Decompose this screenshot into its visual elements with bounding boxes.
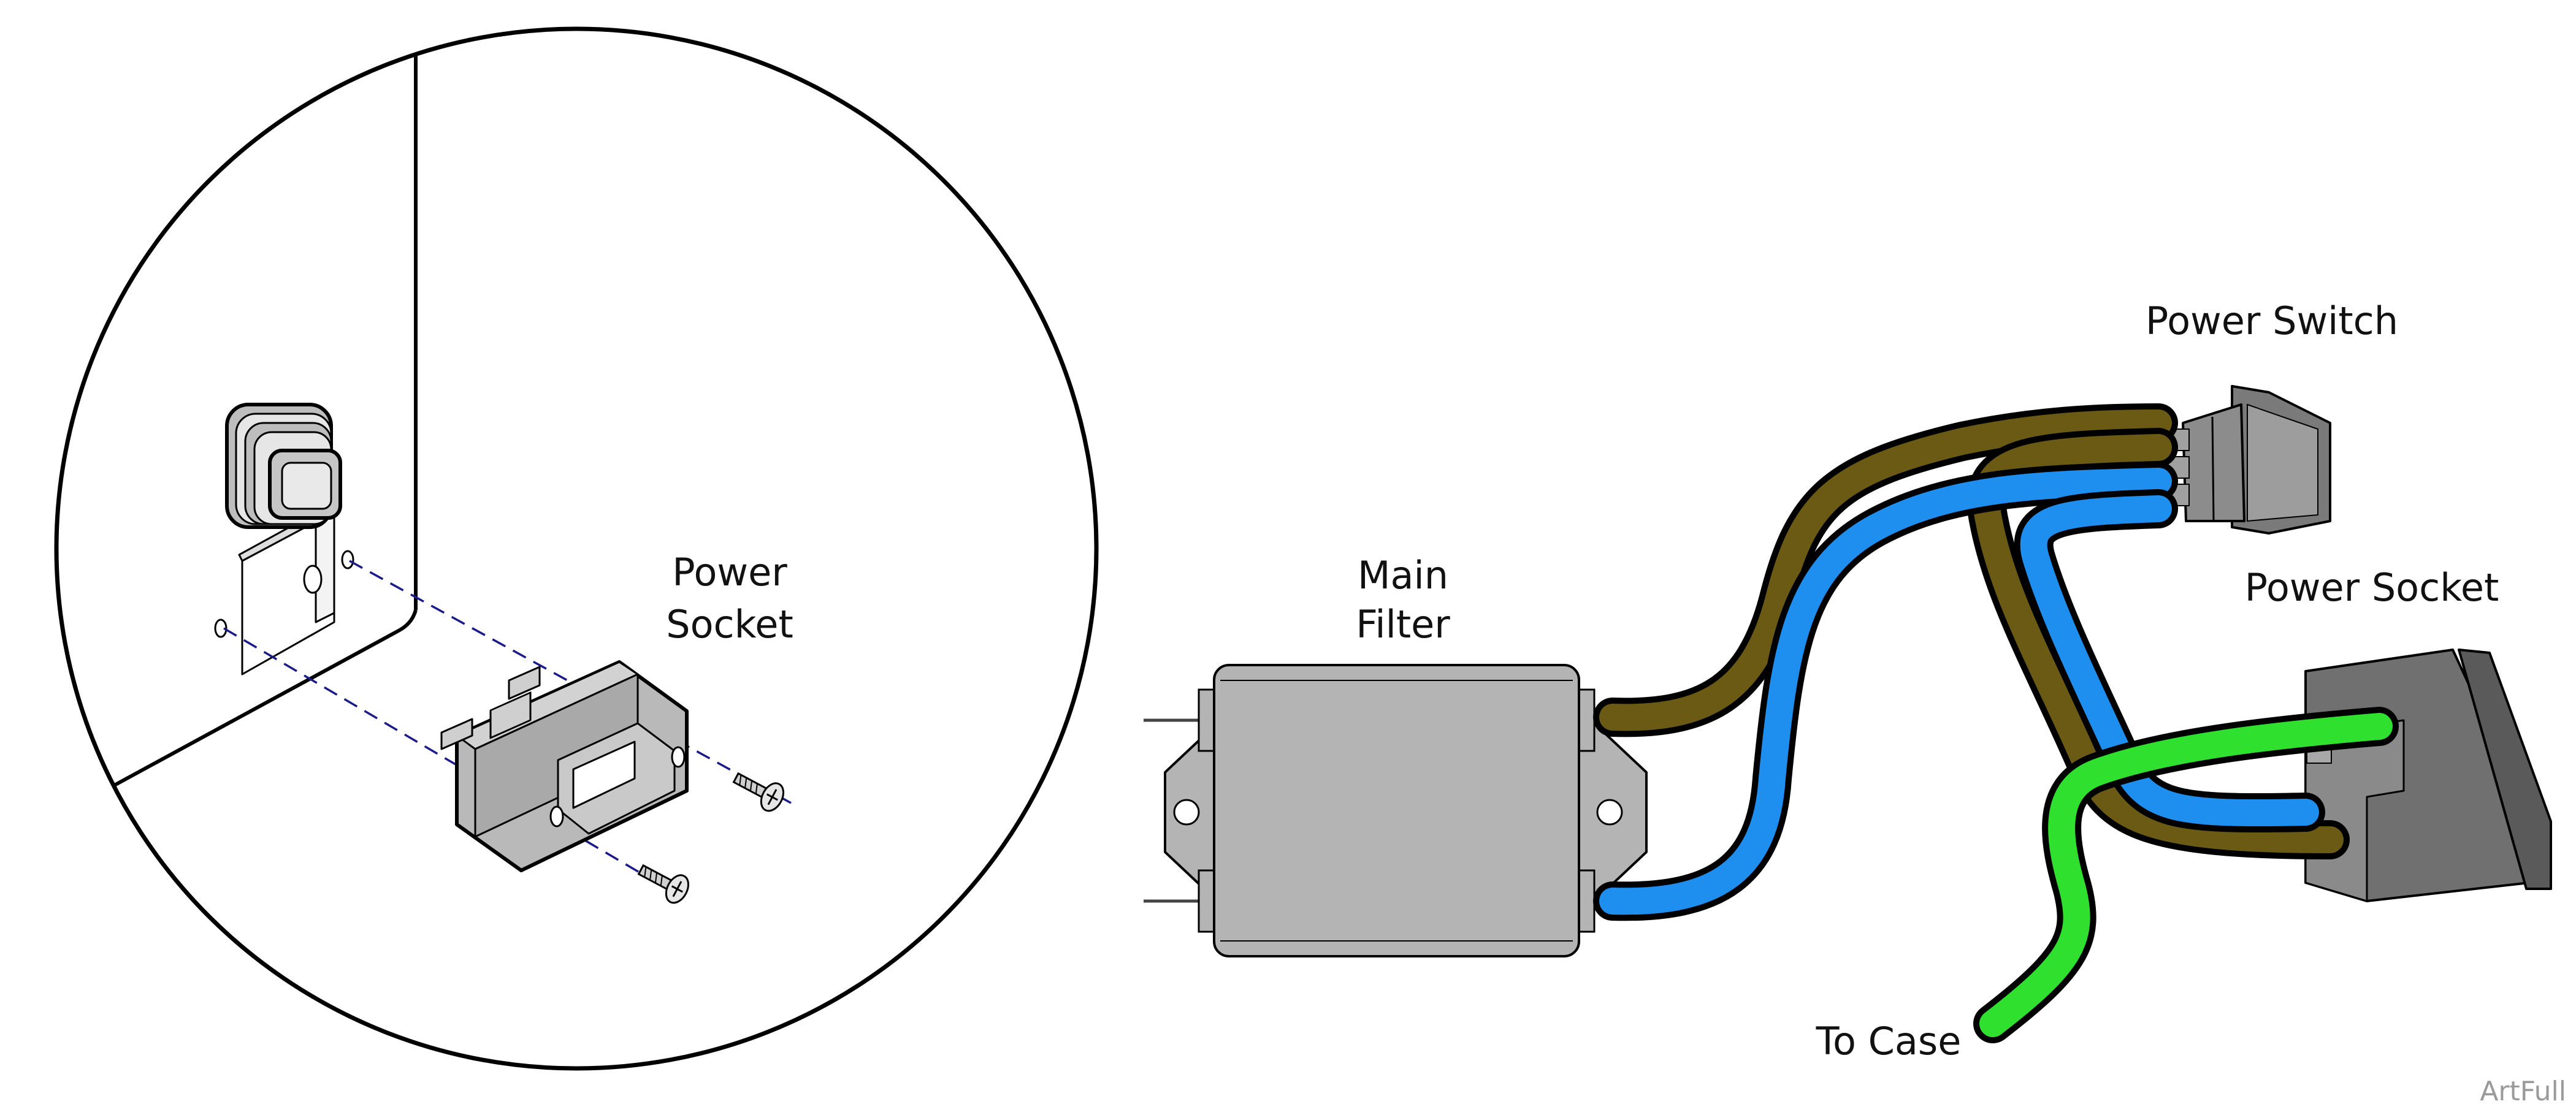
- power-switch: Power Switch: [2146, 299, 2398, 535]
- screw-icon: [732, 772, 784, 812]
- watermark: ArtFull: [2480, 1076, 2566, 1107]
- power-socket-label: Power Socket: [2245, 565, 2499, 610]
- screw-icon: [637, 864, 689, 904]
- main-filter-label-line2: Filter: [1356, 602, 1450, 647]
- power-switch-label: Power Switch: [2146, 299, 2398, 343]
- detail-circle: [54, 26, 1099, 1071]
- main-filter-label-line1: Main: [1358, 553, 1448, 598]
- main-filter: Main Filter: [1144, 553, 1648, 957]
- brown-wire-filter-to-switch: [1593, 403, 2178, 737]
- blue-wire-switch-to-socket: [2014, 489, 2325, 833]
- brown-wire-switch-to-socket: [1966, 428, 2350, 859]
- detail-socket-label-line2: Socket: [666, 602, 793, 647]
- detail-view: Power Socket: [54, 26, 1099, 1071]
- cabinet-panel: [103, 37, 418, 793]
- green-ground-wire-to-case: [1973, 707, 2399, 1043]
- detail-socket-label-line1: Power: [672, 550, 787, 595]
- wiring: [1593, 403, 2399, 1043]
- switch-gasket: [225, 403, 342, 529]
- alignment-lines: [223, 560, 792, 887]
- detail-power-socket: [440, 660, 689, 872]
- blue-wire-filter-to-switch: [1593, 462, 2178, 921]
- to-case-label: To Case: [1816, 1019, 1962, 1064]
